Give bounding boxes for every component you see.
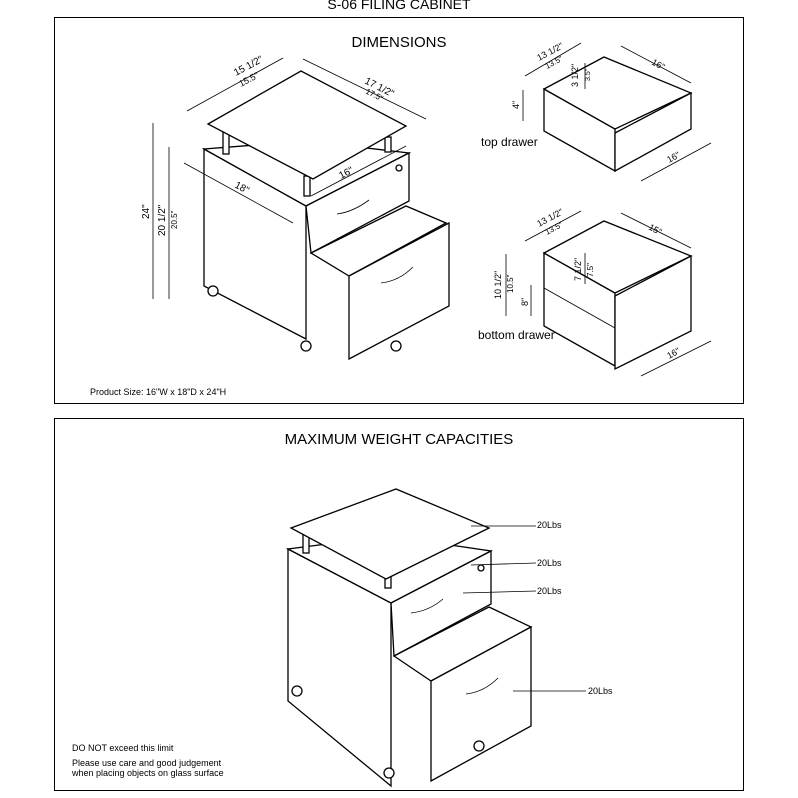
dimension-line: [470, 562, 537, 566]
caster: [473, 740, 485, 752]
top-drawer-front-width: 16": [665, 150, 681, 165]
cabinet-dimensions-drawing: 15 1/2" 15.5" 17 1/2" 17.5" 16" 18" 24" …: [141, 41, 712, 377]
dimensions-panel: DIMENSIONS 15 1/2" 15.5" 17 1/2" 17.5" 1…: [54, 17, 744, 404]
bottom-drawer-inner-height: 7 1/2": [573, 258, 583, 281]
bottom-drawer-lower-height: 8": [520, 298, 530, 306]
body-height-label: 20 1/2": [157, 204, 168, 236]
weights-heading: MAXIMUM WEIGHT CAPACITIES: [284, 431, 514, 448]
glass-top: [289, 488, 491, 580]
top-drawer-height: 4": [511, 101, 521, 109]
dimension-line: [640, 340, 712, 377]
caster: [300, 340, 312, 352]
caster: [207, 285, 219, 297]
weight-capacities-panel: MAXIMUM WEIGHT CAPACITIES 20Lbs 20Lbs 20…: [54, 418, 744, 791]
warning-text: DO NOT exceed this limit: [72, 743, 174, 753]
bottom-drawer-depth: 15": [647, 222, 663, 237]
glass-top-capacity: 20Lbs: [537, 520, 562, 530]
bottom-drawer-open: [309, 205, 448, 277]
bottom-drawer-label: bottom drawer: [478, 328, 555, 342]
dimension-line: [462, 590, 537, 594]
top-drawer-handle: [410, 598, 444, 614]
bottom-drawer-front-panel: [614, 254, 692, 371]
dimension-line: [620, 45, 692, 84]
bottom-drawer-height: 10 1/2": [493, 271, 503, 299]
shelf-capacity: 20Lbs: [537, 558, 562, 568]
top-drawer-front-panel: [614, 91, 692, 173]
top-drawer-inner-height-dec: 3.5": [585, 68, 592, 81]
caster: [383, 767, 395, 779]
glass-top: [206, 70, 408, 180]
bottom-drawer-capacity: 20Lbs: [588, 686, 613, 696]
cabinet-weight-drawing: [285, 488, 586, 788]
lock-icon: [477, 564, 485, 572]
dimension-line: [543, 287, 616, 329]
care-text-1: Please use care and good judgement: [72, 758, 222, 768]
top-drawer-depth: 16": [650, 57, 666, 72]
bottom-drawer-height-dec: 10.5": [506, 274, 515, 293]
dimension-line: [310, 145, 407, 197]
dimension-line: [620, 212, 692, 249]
body-height-dec-label: 20.5": [170, 210, 179, 229]
dimension-line: [524, 42, 582, 77]
top-drawer-handle: [336, 199, 370, 215]
top-drawer-capacity: 20Lbs: [537, 586, 562, 596]
post: [303, 175, 311, 197]
bottom-drawer-inner-height-dec: 7.5": [586, 263, 595, 277]
bottom-drawer-handle: [380, 266, 414, 284]
dimension-line: [183, 162, 294, 224]
dimension-line: [524, 210, 582, 242]
top-drawer-front: [305, 151, 410, 255]
top-drawer-front: [390, 549, 492, 658]
bottom-drawer-front-width: 16": [665, 346, 681, 361]
bottom-drawer-front: [430, 625, 532, 783]
care-text-2: when placing objects on glass surface: [72, 768, 224, 778]
height-label: 24": [141, 204, 152, 219]
dimensions-heading: DIMENSIONS: [351, 34, 447, 51]
caster: [291, 685, 303, 697]
top-drawer-label: top drawer: [481, 135, 538, 149]
dimension-line: [640, 142, 712, 182]
product-size: Product Size: 16"W x 18"D x 24"H: [90, 387, 227, 397]
bottom-drawer-handle: [465, 677, 499, 695]
page-title: S-06 FILING CABINET: [327, 0, 471, 12]
lock-icon: [395, 164, 403, 172]
caster: [390, 340, 402, 352]
dimension-line: [186, 57, 284, 112]
post: [384, 136, 392, 153]
top-drawer-inner-height: 3 1/2": [570, 64, 580, 87]
bottom-drawer-front: [348, 221, 450, 361]
dimension-line: [302, 58, 427, 120]
